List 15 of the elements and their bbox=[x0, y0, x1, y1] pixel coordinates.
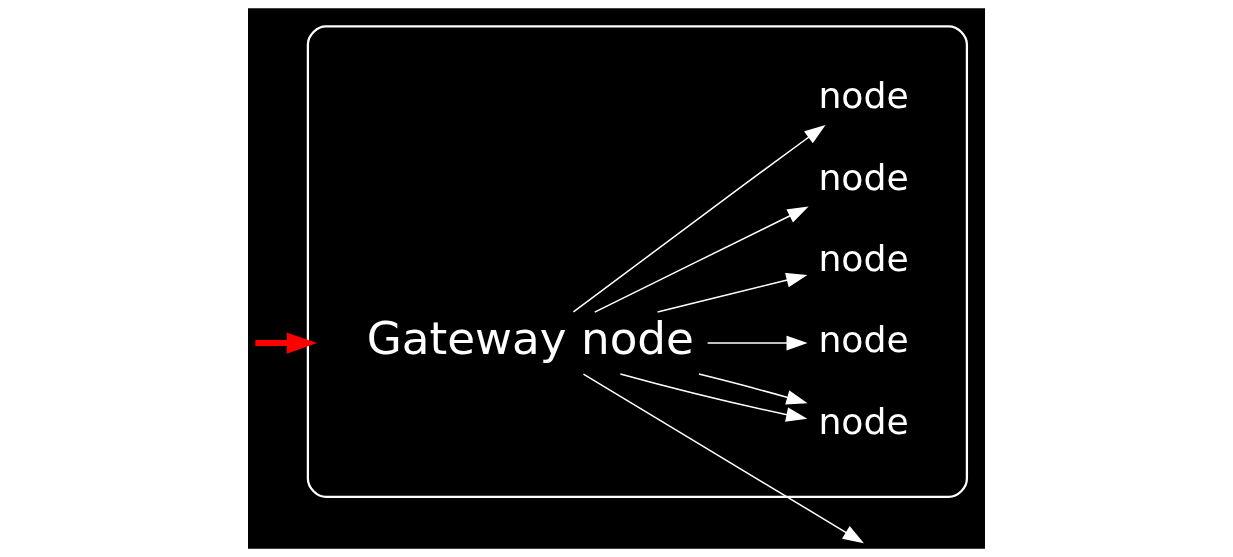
node-text: node bbox=[818, 236, 909, 280]
node-text: node bbox=[818, 318, 909, 362]
arrow bbox=[255, 332, 318, 354]
arrow bbox=[572, 124, 826, 313]
arrow bbox=[698, 373, 808, 405]
node-text: node bbox=[818, 155, 909, 199]
node-text: node bbox=[818, 399, 909, 443]
arrow bbox=[656, 273, 808, 313]
cluster bbox=[306, 25, 969, 498]
node-text: node bbox=[818, 74, 909, 118]
arrow bbox=[594, 206, 809, 313]
arrow bbox=[706, 335, 808, 351]
arrow bbox=[582, 373, 864, 544]
arrow bbox=[619, 373, 808, 422]
node-text: Gateway node bbox=[366, 312, 694, 366]
